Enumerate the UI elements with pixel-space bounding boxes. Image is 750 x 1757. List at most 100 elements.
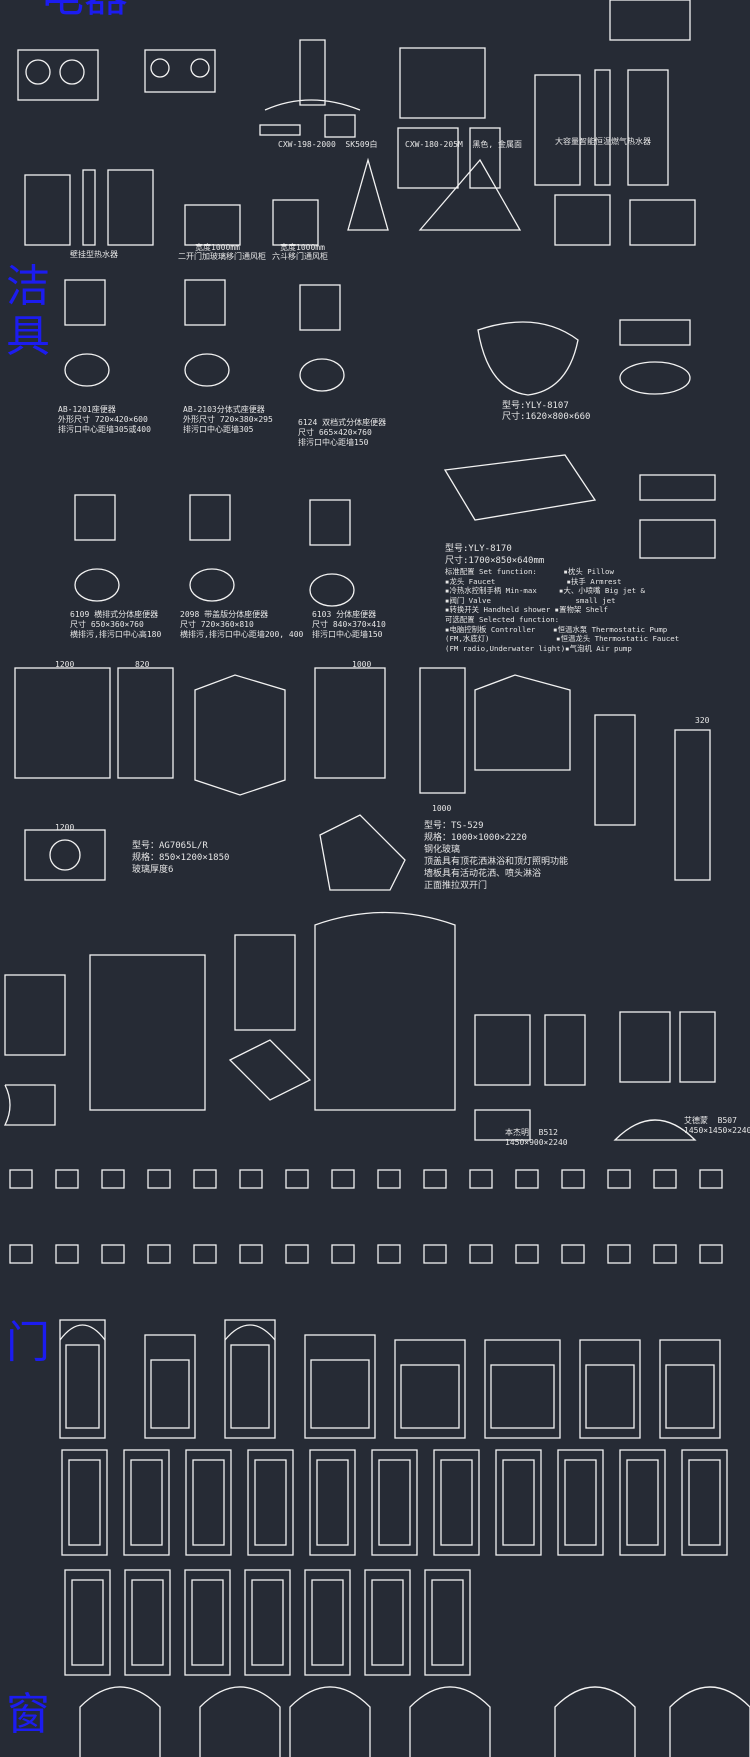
door-panel [626, 1459, 659, 1546]
burner [150, 58, 170, 78]
cooktop-drawing [144, 49, 216, 93]
range-hood-drawing [399, 47, 486, 119]
door-drawing [224, 1319, 276, 1439]
steam-room-front [474, 1014, 531, 1086]
faucet-fitting-drawing [193, 1244, 217, 1264]
window-drawing [554, 1686, 636, 1757]
room2-spec: 艾德蒙 B507 1450×1450×2240 [684, 1116, 750, 1135]
door-drawing [304, 1569, 351, 1676]
door-panel [310, 1359, 370, 1429]
drain [49, 839, 81, 871]
faucet-fitting-drawing [469, 1169, 493, 1189]
door-drawing [484, 1339, 561, 1439]
toilet1-spec: AB-1201座便器 外形尺寸 720×420×600 排污口中心距墙305或4… [58, 405, 151, 434]
window-drawing [79, 1686, 161, 1757]
faucet-fitting-drawing [55, 1244, 79, 1264]
cabinet2-size: 宽度1000mm [280, 243, 325, 252]
toilet-side-drawing [74, 494, 116, 541]
door-panel [502, 1459, 535, 1546]
faucet-fitting-drawing [377, 1169, 401, 1189]
faucet-fitting-drawing [607, 1244, 631, 1264]
door-drawing [64, 1569, 111, 1676]
bath1-model: 型号:YLY-8107 [502, 401, 569, 411]
cabinet2-label: 六斗移门通风柜 [272, 252, 328, 261]
toilet-side-drawing [309, 499, 351, 546]
door-arch [59, 1324, 106, 1341]
door-drawing [433, 1449, 480, 1556]
shower2-spec: 型号：TS-529 规格：1000×1000×2220 钢化玻璃 顶盖具有顶花洒… [424, 821, 569, 891]
door-panel [251, 1579, 284, 1666]
door-drawing [619, 1449, 666, 1556]
door-drawing [304, 1334, 376, 1439]
hood1-label: CXW-198-2000 SK509白 [278, 140, 378, 149]
steam-room-front [619, 1011, 671, 1083]
section-label-windows: 窗 [6, 1689, 50, 1740]
bath2-size: 尺寸:1700×850×640mm [445, 556, 545, 566]
toilet-top-drawing [74, 568, 120, 602]
door-panel [71, 1579, 104, 1666]
door-panel [665, 1364, 715, 1429]
toilet-side-drawing [189, 494, 231, 541]
door-drawing [244, 1569, 291, 1676]
window-drawing [409, 1686, 491, 1757]
section-label-appliances: 电器 [40, 0, 128, 22]
tray-drawing [3, 1084, 56, 1126]
bath-heater-drawing [554, 194, 611, 246]
toilet-side-drawing [64, 279, 106, 326]
toilet4-spec: 6109 横排式分体座便器 尺寸 650×360×760 横排污,排污口中心高1… [70, 610, 162, 639]
fitness-handle-drawing [418, 158, 522, 231]
cabinet-drawing [272, 199, 319, 246]
door-drawing [123, 1449, 170, 1556]
faucet-fitting-drawing [55, 1169, 79, 1189]
faucet-fitting-drawing [239, 1244, 263, 1264]
dim-label: 1000 [352, 660, 372, 669]
faucet-fitting-drawing [101, 1169, 125, 1189]
faucet-fitting-drawing [239, 1169, 263, 1189]
door-drawing [59, 1319, 106, 1439]
faucet-fitting-drawing [699, 1244, 723, 1264]
bathtub-drawing [443, 454, 597, 521]
toilet-top-drawing [64, 353, 110, 387]
cooktop-drawing [17, 49, 99, 101]
door-panel [191, 1579, 224, 1666]
door-panel [254, 1459, 287, 1546]
room1-spec: 本杰明 B512 1450×900×2240 [505, 1128, 568, 1147]
faucet-fitting-drawing [285, 1244, 309, 1264]
steam-room-side [544, 1014, 586, 1086]
hood2-label: CXW-180-205M 黑色, 金属面 [405, 140, 523, 149]
dim-label: 1000 [432, 804, 452, 813]
shower-panel-drawing [674, 729, 711, 881]
dim-label: 1200 [55, 660, 75, 669]
door-drawing [681, 1449, 728, 1556]
cabinet1-size: 宽度1000mm [195, 243, 240, 252]
door-panel [440, 1459, 473, 1546]
bath1-size: 尺寸:1620×800×660 [502, 412, 591, 422]
burner [59, 59, 85, 85]
faucet-fitting-drawing [515, 1169, 539, 1189]
shower-tray-drawing [24, 829, 106, 881]
iron-drawing [347, 157, 389, 231]
faucet-fitting-drawing [9, 1244, 33, 1264]
door-panel [585, 1364, 635, 1429]
faucet-fitting-drawing [561, 1169, 585, 1189]
steam-room-side [679, 1011, 716, 1083]
bath-elevation [639, 474, 716, 501]
faucet-fitting-drawing [607, 1169, 631, 1189]
range-hood-front [397, 127, 459, 189]
door-panel [230, 1344, 270, 1429]
faucet-fitting-drawing [285, 1169, 309, 1189]
faucet-fitting-drawing [101, 1244, 125, 1264]
cabinet-drawing [184, 204, 241, 246]
door-drawing [495, 1449, 542, 1556]
water-heater-front [627, 69, 669, 186]
door-drawing [394, 1339, 466, 1439]
wall-heater-label: 壁挂型热水器 [70, 250, 118, 259]
burner [190, 58, 210, 78]
door-drawing [144, 1334, 196, 1439]
shower-panel-drawing [594, 714, 636, 826]
faucet-fitting-drawing [193, 1169, 217, 1189]
door-panel [316, 1459, 349, 1546]
door-drawing [309, 1449, 356, 1556]
corner-tray-drawing [319, 814, 406, 891]
